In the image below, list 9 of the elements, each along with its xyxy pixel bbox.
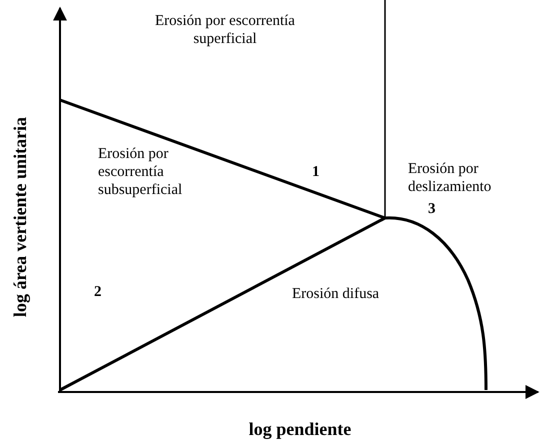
region-number: 1 (312, 163, 320, 181)
region-label: Erosión por escorrentía superficial (154, 12, 296, 48)
axis-title: log área vertiente unitaria (11, 116, 29, 320)
region-label: Erosión por escorrentía subsuperficial (98, 145, 184, 199)
region-number: 2 (94, 283, 102, 301)
region-number: 3 (428, 200, 436, 218)
region-label: Erosión por deslizamiento (408, 160, 492, 196)
axis-title: log pendiente (248, 420, 352, 438)
region-label: Erosión difusa (292, 285, 380, 303)
